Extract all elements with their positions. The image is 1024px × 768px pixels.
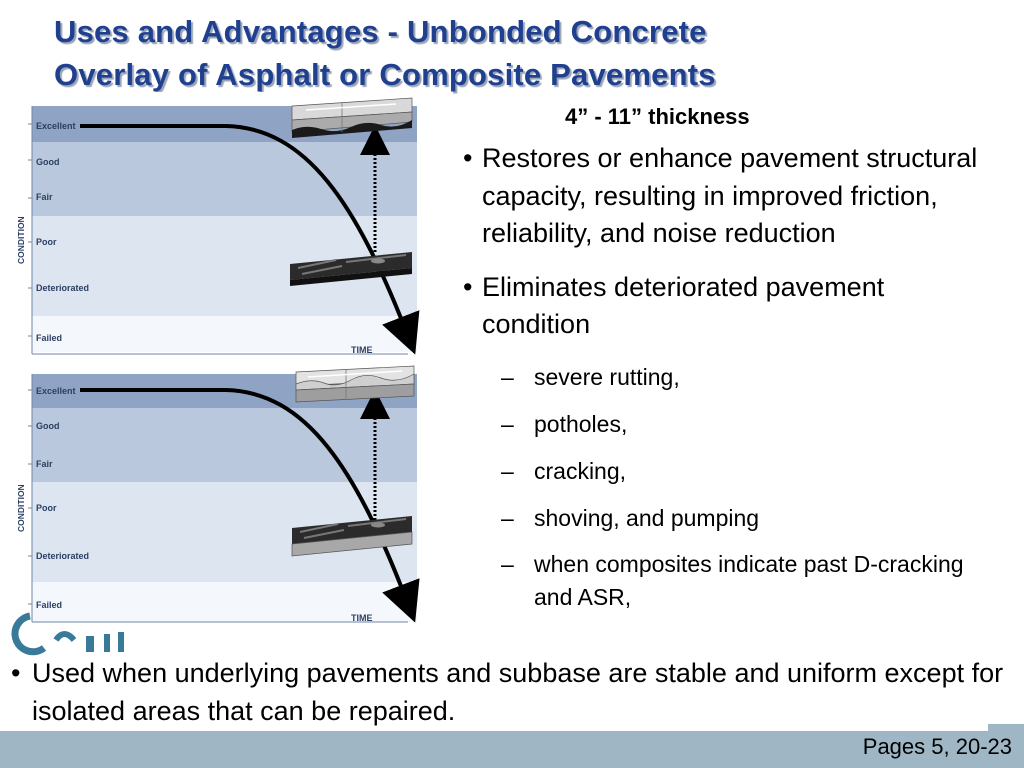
dash-marker: – [501, 550, 514, 577]
dash-marker: – [501, 363, 514, 390]
bullet-text: Restores or enhance pavement structural … [482, 143, 978, 248]
axis-y-label-2: CONDITION [16, 484, 26, 532]
bullet-marker: • [11, 658, 21, 688]
sub-bullet-text: potholes, [534, 410, 628, 437]
level-excellent: Excellent [36, 121, 76, 131]
dash-marker: – [501, 410, 514, 437]
footer-bar [0, 731, 1024, 768]
deterioration-curve [80, 124, 420, 355]
bullet-marker: • [463, 143, 473, 173]
sub-bullet-item: – cracking, [463, 454, 983, 488]
sub-bullet-item: – potholes, [463, 407, 983, 441]
bottom-bullet: • Used when underlying pavements and sub… [11, 654, 1011, 730]
dash-marker: – [501, 504, 514, 531]
sub-bullet-text: when composites indicate past D-cracking… [534, 550, 964, 610]
panel-top: Excellent Good Fair Poor Deteriorated Fa… [16, 97, 420, 355]
sub-bullet-item: – when composites indicate past D-cracki… [463, 548, 983, 614]
title-line-2: Overlay of Asphalt or Composite Pavement… [54, 57, 716, 92]
level-failed-2: Failed [36, 600, 62, 610]
sub-bullet-text: shoving, and pumping [534, 504, 760, 531]
level-excellent-2: Excellent [36, 386, 76, 396]
composite-overlay-slab-icon [295, 365, 415, 403]
bullet-item: • Eliminates deteriorated pavement condi… [463, 269, 983, 344]
deteriorated-slab-icon [290, 252, 412, 286]
axis-x-label-2: TIME [351, 613, 373, 623]
dash-marker: – [501, 457, 514, 484]
level-good-2: Good [36, 421, 60, 431]
axis-x-label: TIME [351, 345, 373, 355]
level-fair: Fair [36, 192, 53, 202]
sub-bullet-text: severe rutting, [534, 363, 680, 390]
bullet-marker: • [463, 271, 473, 302]
level-deteriorated-2: Deteriorated [36, 551, 89, 561]
level-fair-2: Fair [36, 459, 53, 469]
deteriorated-composite-slab-icon [291, 516, 413, 557]
level-poor: Poor [36, 237, 57, 247]
pavement-diagram: Excellent Good Fair Poor Deteriorated Fa… [6, 92, 424, 632]
footer-notch [988, 724, 1024, 732]
deterioration-curve-2 [80, 388, 420, 623]
bullet-list: • Restores or enhance pavement structura… [463, 140, 983, 627]
axis-y-label: CONDITION [16, 216, 26, 264]
bullet-text: Eliminates deteriorated pavement conditi… [482, 271, 885, 340]
level-poor-2: Poor [36, 503, 57, 513]
sub-bullet-item: – severe rutting, [463, 360, 983, 394]
thickness-label: 4” - 11” thickness [565, 104, 750, 129]
panel-bottom: Excellent Good Fair Poor Deteriorated Fa… [16, 365, 420, 623]
title-line-1: Uses and Advantages - Unbonded Concrete [54, 14, 707, 49]
level-good: Good [36, 157, 60, 167]
page-reference: Pages 5, 20-23 [862, 734, 1012, 759]
logo-icon [11, 612, 124, 656]
sub-bullet-text: cracking, [534, 457, 627, 484]
level-deteriorated: Deteriorated [36, 283, 89, 293]
bottom-bullet-text: Used when underlying pavements and subba… [32, 658, 1004, 726]
bullet-item: • Restores or enhance pavement structura… [463, 140, 983, 253]
sub-bullet-item: – shoving, and pumping [463, 501, 983, 535]
level-failed: Failed [36, 333, 62, 343]
new-overlay-slab-icon [291, 97, 413, 138]
slide-title: Uses and Advantages - Unbonded Concrete … [54, 10, 994, 96]
